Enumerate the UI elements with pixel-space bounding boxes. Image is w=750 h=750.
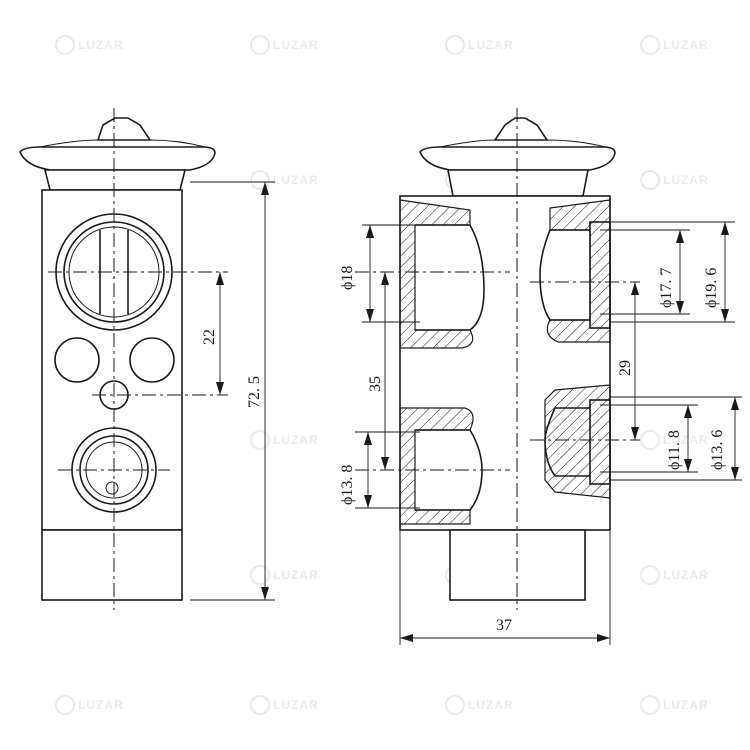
- dim-right-top-inner-diameter-label: ϕ17. 7: [658, 268, 675, 308]
- svg-text:LUZAR: LUZAR: [78, 698, 124, 712]
- side-view: 22 72. 5: [19, 108, 275, 610]
- watermark-logo: LUZAR: [640, 430, 709, 450]
- dim-left-top-diameter: ϕ18: [339, 224, 420, 323]
- dim-right-bottom-inner-diameter-label: ϕ11. 8: [666, 430, 683, 470]
- svg-text:LUZAR: LUZAR: [78, 38, 124, 52]
- watermark-logo: LUZAR: [445, 35, 514, 55]
- dim-right-bottom-outer-diameter: ϕ13. 6: [610, 396, 742, 481]
- section-left-top-port: [399, 199, 485, 349]
- section-view: ϕ18 35 ϕ13. 8 ϕ17. 7: [339, 108, 742, 645]
- watermark-logo: LUZAR: [55, 35, 124, 55]
- watermark-logo: LUZAR: [445, 695, 514, 715]
- svg-text:LUZAR: LUZAR: [273, 38, 319, 52]
- dim-right-top-inner-diameter: ϕ17. 7: [600, 229, 690, 315]
- dim-right-top-outer-diameter-label: ϕ19. 6: [703, 268, 720, 308]
- dim-total-height: 72. 5: [190, 181, 275, 601]
- watermark-logo: LUZAR: [250, 695, 319, 715]
- dim-left-top-diameter-label: ϕ18: [339, 266, 356, 290]
- svg-text:LUZAR: LUZAR: [663, 38, 709, 52]
- watermark-logo: LUZAR: [250, 430, 319, 450]
- watermark-logo: LUZAR: [55, 695, 124, 715]
- dim-right-bottom-inner-diameter: ϕ11. 8: [600, 404, 698, 473]
- svg-text:LUZAR: LUZAR: [663, 698, 709, 712]
- watermark-logo: LUZAR: [250, 35, 319, 55]
- dim-right-bottom-outer-diameter-label: ϕ13. 6: [709, 430, 726, 470]
- side-view-cap: [19, 117, 216, 191]
- svg-text:LUZAR: LUZAR: [663, 433, 709, 447]
- dim-right-spacing-label: 29: [617, 360, 634, 376]
- svg-text:LUZAR: LUZAR: [468, 38, 514, 52]
- svg-text:LUZAR: LUZAR: [273, 568, 319, 582]
- svg-text:LUZAR: LUZAR: [468, 698, 514, 712]
- svg-text:LUZAR: LUZAR: [273, 173, 319, 187]
- svg-text:LUZAR: LUZAR: [663, 568, 709, 582]
- dim-width-label: 37: [496, 617, 512, 634]
- svg-text:LUZAR: LUZAR: [663, 173, 709, 187]
- side-view-body: [41, 189, 183, 531]
- dim-right-spacing: 29: [617, 282, 639, 440]
- dim-total-height-label: 72. 5: [246, 376, 263, 408]
- side-view-hole-right: [129, 337, 175, 383]
- dim-left-bottom-diameter: ϕ13. 8: [339, 431, 420, 509]
- watermark-logo: LUZAR: [640, 565, 709, 585]
- watermark-logo: LUZAR: [250, 170, 319, 190]
- svg-text:LUZAR: LUZAR: [273, 698, 319, 712]
- dim-width: 37: [399, 530, 611, 645]
- svg-text:LUZAR: LUZAR: [273, 433, 319, 447]
- side-view-hole-left: [54, 337, 100, 383]
- dim-left-bottom-diameter-label: ϕ13. 8: [339, 465, 356, 505]
- section-right-bottom-port: [544, 384, 611, 499]
- watermark-logo: LUZAR: [640, 170, 709, 190]
- dim-right-top-outer-diameter: ϕ19. 6: [610, 221, 735, 323]
- watermark-logo: LUZAR: [640, 35, 709, 55]
- dim-left-spacing-label: 35: [367, 376, 384, 392]
- dim-left-spacing: 35: [367, 272, 389, 470]
- section-right-top-port: [539, 199, 611, 343]
- dim-port-spacing-label: 22: [201, 329, 218, 345]
- side-view-stem: [41, 529, 183, 601]
- watermark-logo: LUZAR: [640, 695, 709, 715]
- dim-port-spacing: 22: [201, 272, 224, 395]
- watermark-logo: LUZAR: [250, 565, 319, 585]
